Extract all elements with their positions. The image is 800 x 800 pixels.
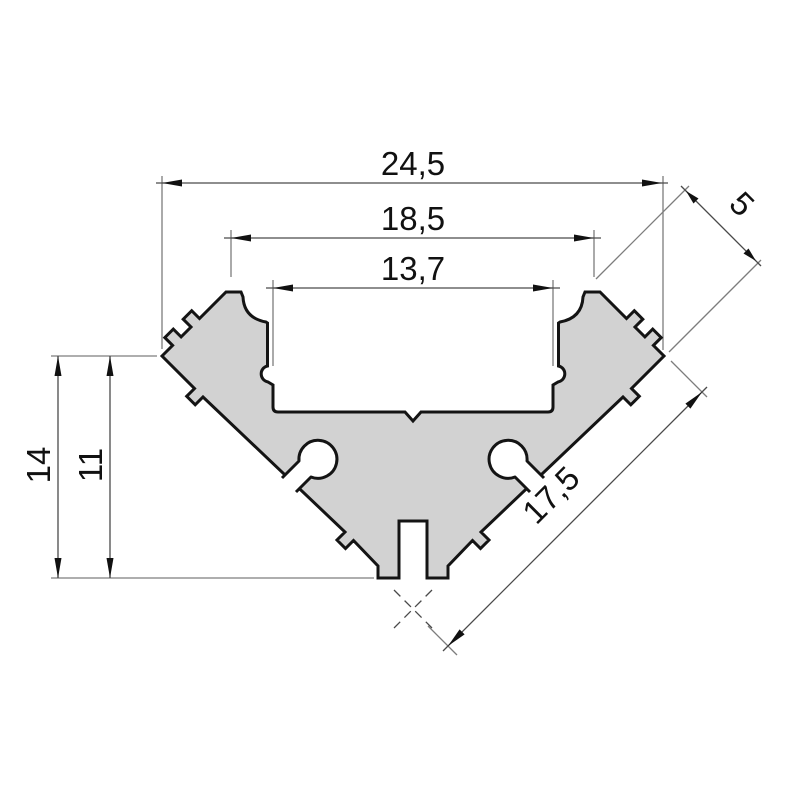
dimension-groove-width: 18,5 xyxy=(224,200,601,242)
dim-label-channel-width: 13,7 xyxy=(381,250,445,287)
keyhole-slot-right-fill xyxy=(489,440,544,492)
dim-label-groove-width: 18,5 xyxy=(381,200,445,237)
dim-label-inner-height: 11 xyxy=(72,448,109,482)
dimension-overall-height: 14 xyxy=(20,356,62,578)
ext-sideface-lower xyxy=(427,625,458,656)
center-mark-stroke-2 xyxy=(393,589,433,629)
profile-shape xyxy=(159,290,667,580)
profile-outline xyxy=(159,290,667,580)
arrowhead-left xyxy=(162,179,182,187)
dim-label-overall-width: 24,5 xyxy=(381,145,445,182)
arrowhead-top xyxy=(54,356,62,376)
dimension-flange-depth: 5 xyxy=(680,184,762,267)
arrowhead-right xyxy=(642,179,662,187)
arrowhead-right xyxy=(533,284,553,292)
arrowhead-left xyxy=(231,234,251,242)
arrowhead-upper xyxy=(686,191,699,204)
arrowhead-left xyxy=(273,284,293,292)
arrowhead-bottom xyxy=(106,558,114,578)
arrowhead-lower xyxy=(448,629,465,646)
ext-sideface-upper xyxy=(670,360,708,398)
dim-label-flange-depth: 5 xyxy=(723,184,762,223)
arrowhead-top xyxy=(106,356,114,376)
ext-flange-lower xyxy=(668,259,762,353)
extension-lines xyxy=(51,176,762,656)
arrowhead-right xyxy=(574,234,594,242)
keyhole-slot-right xyxy=(487,438,546,494)
arrowhead-lower xyxy=(743,248,756,261)
keyhole-slot-left-fill xyxy=(282,440,337,492)
arrowhead-bottom xyxy=(54,558,62,578)
center-mark-stroke-1 xyxy=(393,589,433,629)
arrowhead-upper xyxy=(685,392,702,409)
dim-label-overall-height: 14 xyxy=(20,447,57,484)
keyhole-slot-left xyxy=(280,438,339,494)
dimension-inner-height: 11 xyxy=(72,356,114,578)
dimension-overall-width: 24,5 xyxy=(156,145,668,187)
dim-line-side-face xyxy=(442,386,708,652)
ext-flange-upper xyxy=(595,185,690,280)
dimension-channel-width: 13,7 xyxy=(266,250,560,292)
